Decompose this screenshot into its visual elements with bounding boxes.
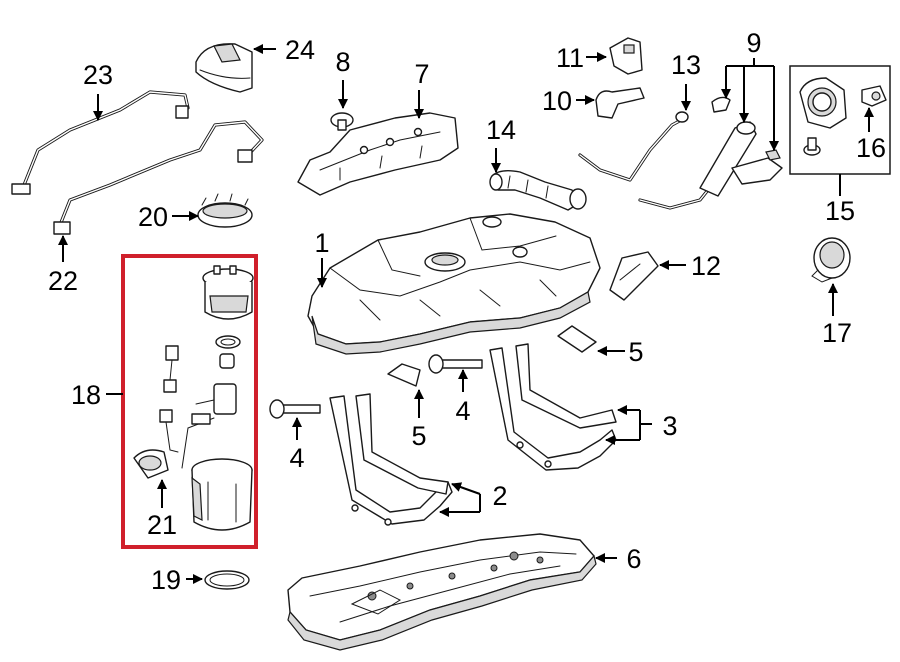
fuel-lid-group [789,65,891,175]
spacer-part-left[interactable] [387,363,421,387]
fuel-cap-part[interactable] [811,237,851,283]
fuel-lid-pin-part[interactable] [803,137,821,156]
callout-7: 7 [414,59,429,89]
pump-wire-part[interactable] [163,345,179,393]
pump-oring-part[interactable] [215,335,241,349]
clamp-part[interactable] [609,37,643,75]
callout-1: 1 [314,228,329,258]
callout-3: 3 [662,411,677,441]
pump-cover-part[interactable] [195,43,253,93]
pump-sender-part[interactable] [159,409,189,469]
callout-10: 10 [542,86,572,116]
callout-11: 11 [556,43,584,73]
tank-bracket-part[interactable] [609,251,659,301]
leader-lines [58,44,874,584]
lock-ring-part[interactable] [197,193,253,228]
clip-part[interactable] [330,112,354,131]
breather-tube-part[interactable] [578,111,689,182]
wire-harness-lower[interactable] [53,120,264,235]
spacer-part-right[interactable] [557,325,597,353]
callout-5-left: 5 [411,421,426,451]
callout-18: 18 [71,380,101,410]
pump-flange-part[interactable] [202,265,254,320]
callout-2: 2 [492,481,507,511]
callout-14: 14 [486,115,516,145]
bracket-part[interactable] [595,87,645,119]
fuel-pump-assembly-box[interactable] [121,254,258,549]
callout-4-lower: 4 [289,443,304,473]
callout-16: 16 [856,133,886,163]
protector-part[interactable] [297,112,459,196]
skid-plate-part[interactable] [287,533,597,651]
callout-6: 6 [626,544,641,574]
callout-13: 13 [671,50,701,80]
callout-20: 20 [138,202,168,232]
tank-strap-rear-part[interactable] [489,343,617,471]
callout-23: 23 [83,60,113,90]
callout-21: 21 [147,510,177,540]
callout-24: 24 [285,35,315,65]
fuel-lid-housing-part[interactable] [799,77,847,129]
pump-reservoir-part[interactable] [191,458,253,531]
callout-19: 19 [151,565,181,595]
callout-4-upper: 4 [455,396,470,426]
tank-strap-front-part[interactable] [329,393,453,526]
pump-filter-part[interactable] [219,353,235,369]
gasket-part[interactable] [204,570,250,590]
callout-8: 8 [335,47,350,77]
pump-motor-part[interactable] [187,383,237,429]
callout-9: 9 [746,28,761,58]
filler-neck-part[interactable] [638,96,783,210]
fuel-tank-part[interactable] [307,213,601,355]
callout-5-right: 5 [628,337,643,367]
fuel-hose-part[interactable] [489,169,587,211]
fuel-lid-clip-part[interactable] [861,85,887,107]
wire-harness-upper[interactable] [11,90,190,195]
callout-17: 17 [822,318,852,348]
callout-22: 22 [48,266,78,296]
bolt-part-upper[interactable] [428,354,483,374]
callout-12: 12 [691,251,721,281]
bolt-part-lower[interactable] [269,399,321,419]
pump-float-part[interactable] [133,449,169,479]
callout-15: 15 [825,196,855,226]
